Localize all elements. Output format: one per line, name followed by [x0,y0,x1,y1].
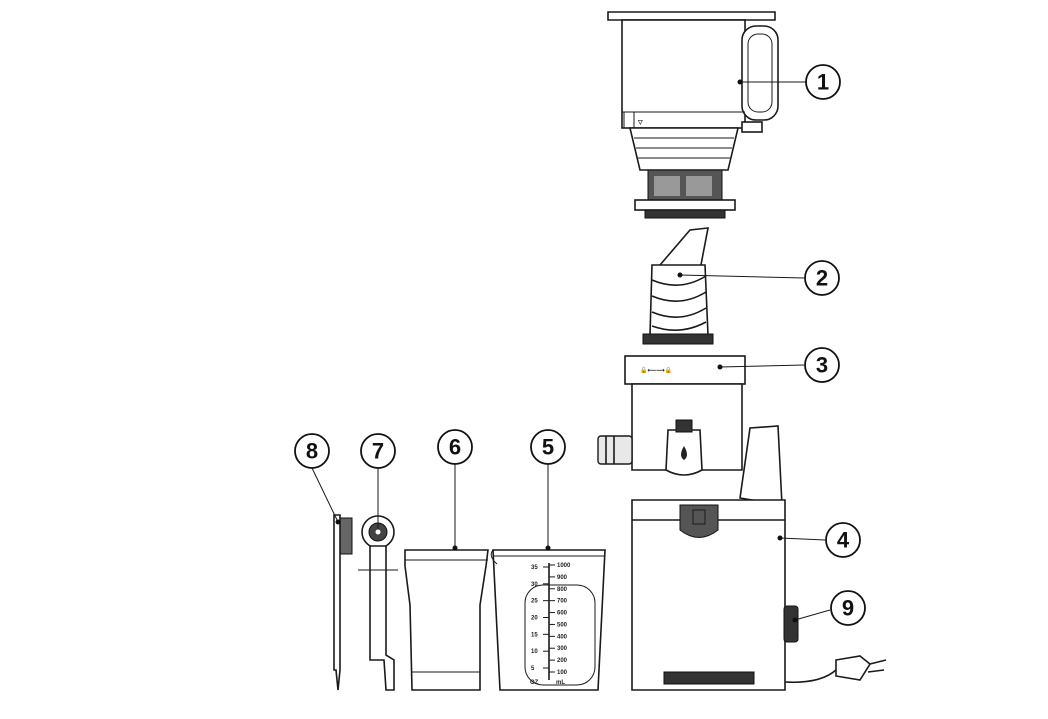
oz-tick-label: 5 [531,666,535,672]
part-2-auger [642,227,714,345]
part-9-knob [783,605,799,643]
ml-tick-label: 200 [557,658,568,664]
callout-3: 3 [804,347,840,383]
svg-text:9: 9 [842,596,854,621]
callout-6: 6 [437,429,473,465]
ml-tick-label: 700 [557,599,568,605]
svg-text:🔓⟵⟶🔒: 🔓⟵⟶🔒 [640,366,672,374]
callout-5: 5 [530,429,566,465]
part-7-cleaning-tool [358,515,398,691]
part-5-measuring-cup: 35 30 25 20 15 10 5 1000 900 800 700 600 500 400 300 2… [490,549,606,691]
part-8-brush [333,514,353,691]
oz-tick-label: 35 [531,565,538,571]
svg-text:3: 3 [816,353,828,378]
callout-4: 4 [825,522,861,558]
part-3-juicing-bowl: 🔓⟵⟶🔒 [597,355,746,476]
oz-tick-label: 15 [531,632,538,638]
callout-7: 7 [360,433,396,469]
callout-2: 2 [804,260,840,296]
svg-text:7: 7 [372,439,384,464]
oz-tick-label: 20 [531,616,538,622]
svg-text:▽: ▽ [637,120,643,126]
svg-text:4: 4 [837,528,850,553]
ml-tick-label: 300 [557,646,568,652]
callout-1: 1 [805,64,841,100]
svg-text:5: 5 [542,435,554,460]
svg-text:6: 6 [449,435,461,460]
part-4-motor-base [631,425,786,691]
oz-tick-label: 25 [531,599,538,605]
ml-tick-label: 400 [557,634,568,640]
ml-tick-label: 800 [557,587,568,593]
ml-tick-label: 900 [557,575,568,581]
ml-tick-label: 100 [557,670,568,676]
svg-text:2: 2 [816,266,828,291]
ml-unit-label: mL [556,680,565,686]
part-6-pulp-cup [404,549,489,691]
oz-unit-label: OZ [530,680,539,686]
callout-9: 9 [830,590,866,626]
svg-text:8: 8 [306,439,318,464]
ml-tick-label: 1000 [557,563,571,569]
power-cord-plug [784,655,887,684]
oz-tick-label: 10 [531,649,538,655]
ml-tick-label: 600 [557,611,568,617]
callout-8: 8 [294,433,330,469]
svg-text:1: 1 [817,70,829,95]
filter-mesh [647,169,723,201]
ml-tick-label: 500 [557,622,568,628]
oz-tick-label: 30 [531,582,538,588]
leader-lines [311,79,831,623]
part-1-hopper: ▽ [607,11,779,219]
